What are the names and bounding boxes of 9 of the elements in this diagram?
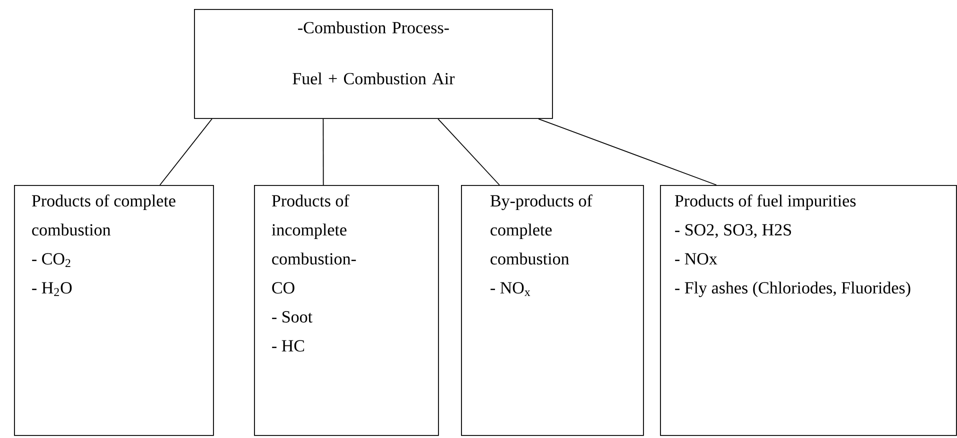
category-box: Products of incomplete combustion- CO - Soot - HC bbox=[254, 185, 439, 436]
connector-line bbox=[438, 118, 500, 186]
category-box: By-products of complete combustion - NO$_{x}$ bbox=[461, 185, 644, 436]
connector-line bbox=[160, 118, 212, 186]
category-box: Products of fuel impurities - SO2, SO3, H2S - NOx - Fly ashes (Chloriodes, Fluorides) bbox=[660, 185, 957, 436]
connector-line bbox=[538, 118, 717, 186]
heading-box: -Combustion Process- Fuel + Combustion Air bbox=[194, 9, 553, 119]
connector-line bbox=[322, 118, 324, 186]
category-box: Products of complete combustion - CO$_{2}$ - H$_{2}$O bbox=[14, 185, 214, 436]
